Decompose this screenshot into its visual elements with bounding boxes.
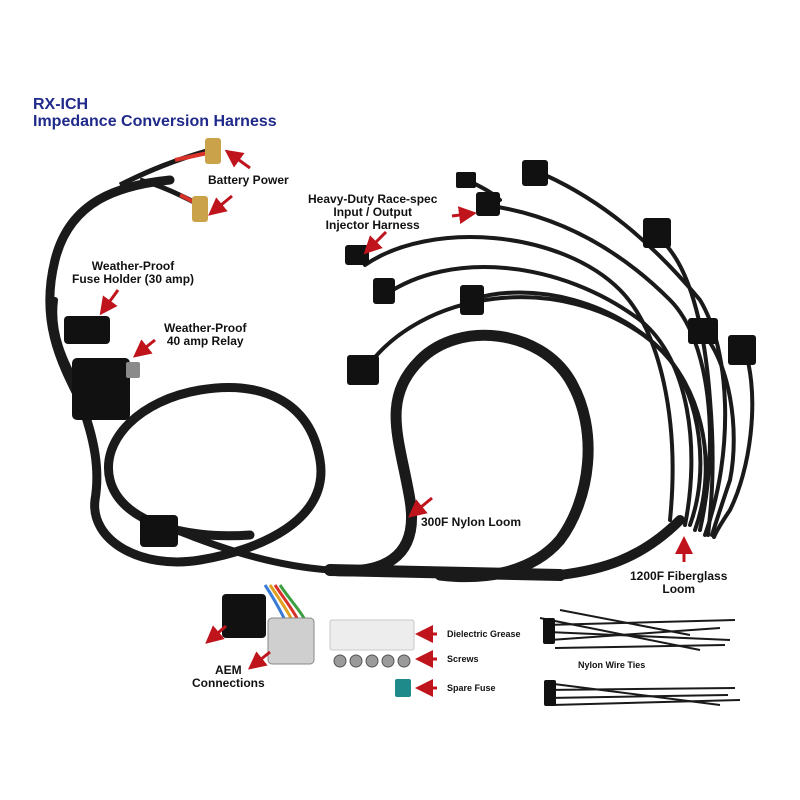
wire-ties: [539, 609, 741, 706]
injector-harness-label: Heavy-Duty Race-spec Input / Output Inje…: [308, 192, 438, 232]
dielectric-grease-label: Dielectric Grease: [447, 629, 521, 639]
spare-fuse-label: Spare Fuse: [447, 683, 496, 693]
aem-connectors: [222, 584, 315, 665]
nylon-loom-label: 300F Nylon Loom: [421, 515, 522, 529]
spare-fuse: [395, 679, 411, 697]
relay-bracket: [126, 362, 140, 378]
nylon-loom-loop: [324, 329, 685, 583]
callout-arrows: [99, 149, 693, 697]
injector-wires: [363, 173, 755, 539]
relay: [72, 358, 130, 420]
inline-connector: [140, 515, 178, 547]
screws: [333, 654, 411, 668]
aem-connections-label: AEM Connections: [192, 663, 265, 690]
relay-label: Weather-Proof 40 amp Relay: [164, 321, 247, 348]
title-line-1: RX-ICH: [33, 96, 89, 113]
fiberglass-loom-label: 1200F Fiberglass Loom: [630, 569, 728, 596]
battery-terminals: [118, 138, 221, 222]
battery-power-label: Battery Power: [208, 173, 289, 187]
title-line-2: Impedance Conversion Harness: [33, 113, 277, 130]
fuse-holder-label: Weather-Proof Fuse Holder (30 amp): [72, 259, 195, 286]
fuse-holder: [64, 316, 110, 344]
nylon-wire-ties-label: Nylon Wire Ties: [578, 660, 646, 670]
screws-label: Screws: [447, 654, 479, 664]
injector-connectors: [345, 160, 756, 385]
grease-packet: [329, 619, 415, 651]
